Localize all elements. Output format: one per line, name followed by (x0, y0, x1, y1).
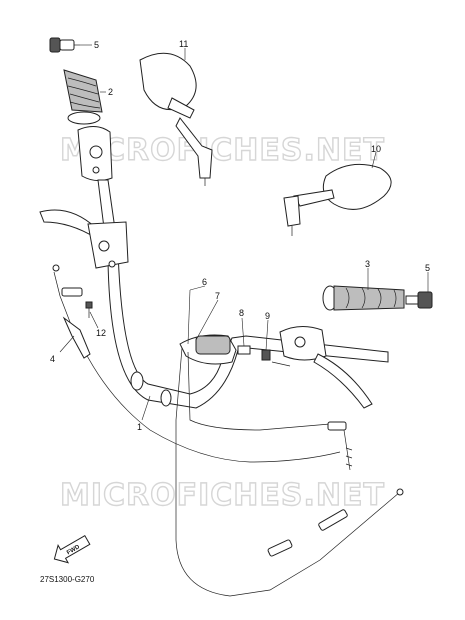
left-switch-housing (77, 126, 113, 182)
callout-10: 10 (371, 144, 381, 154)
leader-lines (59, 44, 429, 421)
bolt (85, 301, 93, 318)
callout-9: 9 (265, 311, 270, 321)
callout-11: 11 (179, 39, 188, 49)
watermark-top: MICROFICHES.NET (60, 133, 385, 168)
left-handlebar-grip (63, 69, 103, 125)
callout-labels: 5 2 11 10 3 5 6 7 8 9 12 4 1 (50, 39, 430, 432)
throttle-cables (175, 347, 404, 597)
clutch-cable (52, 264, 341, 463)
diagram-code: 27S1300-G270 (40, 575, 95, 584)
callout-7: 7 (215, 291, 220, 301)
callout-5-right: 5 (425, 263, 430, 273)
callout-8: 8 (239, 308, 244, 318)
right-grip-end-weight (405, 291, 433, 309)
callout-3: 3 (365, 259, 370, 269)
throttle-housing (179, 334, 237, 365)
left-grip-end-weight (49, 37, 80, 53)
callout-4: 4 (50, 354, 55, 364)
right-handlebar-grip (322, 285, 405, 311)
watermark-bottom: MICROFICHES.NET (60, 478, 385, 513)
front-brake-lever-assembly (271, 326, 373, 409)
callout-12: 12 (96, 328, 106, 338)
right-mirror (283, 163, 392, 236)
callout-5-left: 5 (94, 40, 99, 50)
clutch-lever-assembly (39, 209, 129, 269)
left-mirror (139, 52, 213, 186)
forward-direction-arrow: FWD (53, 534, 91, 564)
callout-6: 6 (202, 277, 207, 287)
callout-2: 2 (108, 87, 113, 97)
callout-1: 1 (137, 422, 142, 432)
